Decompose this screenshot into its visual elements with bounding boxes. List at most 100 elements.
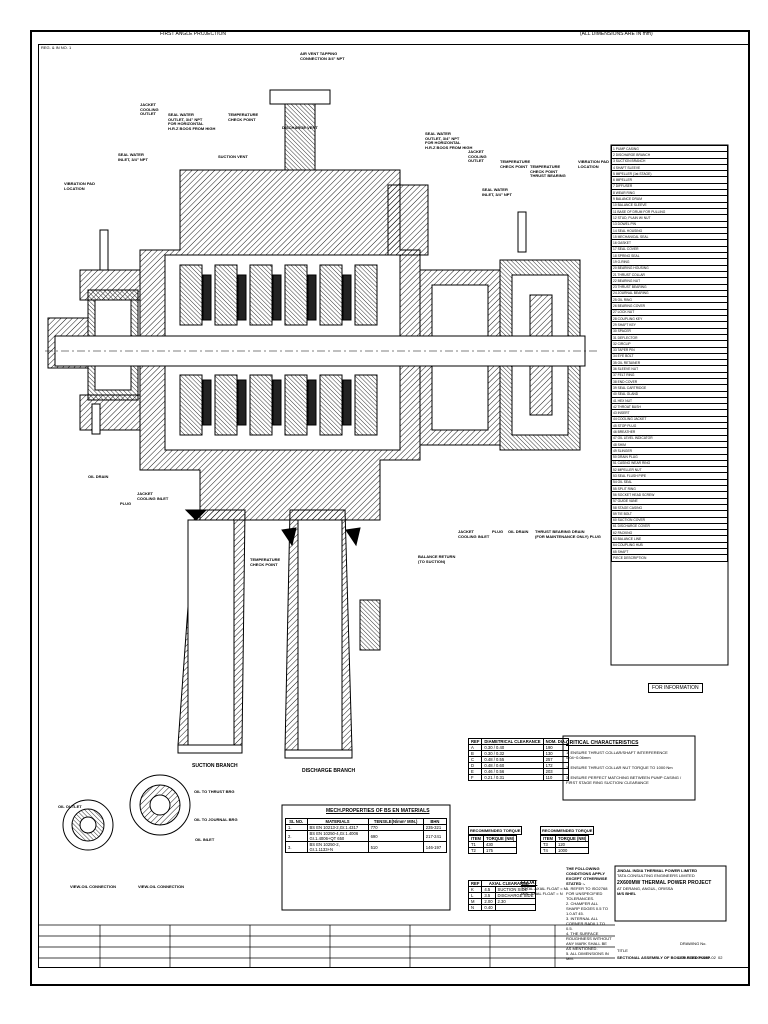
- jacket-inlet-right-label: JACKET COOLING INLET: [458, 529, 490, 539]
- seal-water-inlet-right-label: SEAL WATER INLET, 3/4" NPT: [482, 187, 512, 197]
- drawing-border: [38, 44, 750, 968]
- parts-list-row: 56 SOCKET HEAD SCREW: [611, 491, 728, 499]
- consultant-name: TATA CONSULTING ENGINEERS LIMITED: [617, 873, 695, 878]
- parts-list-cell: 26 BEARING COVER: [611, 302, 728, 310]
- oil-connection-views: [62, 774, 191, 851]
- torque-row-cell: T2: [467, 847, 485, 854]
- materials-row-cell: 510: [367, 841, 424, 853]
- parts-list-row: 18 SPRING SEAL: [611, 252, 728, 260]
- parts-list-cell: 45 STOP PLUG: [611, 422, 728, 430]
- materials-row-cell: 690: [367, 830, 424, 842]
- parts-list-row: 24 JOURNAL BEARING: [611, 289, 728, 298]
- materials-row-cell: BS EN 10250-2, Gr.1.1133+N: [306, 841, 369, 853]
- float-title: FLOAT: [521, 880, 538, 886]
- dimensions-note: (ALL DIMENSIONS ARE IN mm): [580, 31, 653, 37]
- branches: [177, 509, 381, 759]
- materials-row-cell: 217-241: [422, 830, 448, 842]
- parts-list-row: PIECE DESCRIPTION: [611, 554, 728, 562]
- oil-inlet-label: OIL INLET: [195, 837, 215, 842]
- parts-list-cell: 31 DEFLECTOR: [611, 333, 728, 342]
- vibration-pad-label: VIBRATION PAD LOCATION: [64, 181, 95, 191]
- drawing-title: SECTIONAL ASSEMBLY OF BOILER FEED PUMP: [617, 955, 711, 960]
- torque-header: TORQUE (NM): [483, 835, 518, 842]
- parts-list-cell: 25 OIL RING: [611, 296, 728, 304]
- oil-to-journal-label: OIL TO JOURNAL BRG: [194, 817, 238, 822]
- parts-list-cell: 57 GUIDE VANE: [611, 497, 728, 505]
- parts-list-row: 33 TAPER PIN: [611, 346, 728, 354]
- plug-right-label: PLUG: [492, 529, 504, 534]
- info-stamp: FOR INFORMATION: [648, 683, 703, 693]
- parts-list-cell: 42 THROAT BUSH: [611, 403, 728, 411]
- parts-list-row: 49 SLINGER: [611, 447, 728, 455]
- thrust-drain-label: THRUST BEARING DRAIN (FOR MAINTENANCE ON…: [535, 529, 601, 539]
- balance-return-label: BALANCE RETURN (TO SUCTION): [418, 554, 456, 564]
- corner-ref: REG. & IN NO. 1: [41, 45, 72, 50]
- materials-row-cell: 3.: [285, 841, 308, 853]
- parts-list-row: 30 SPACER: [611, 327, 728, 335]
- parts-list-cell: 58 STAGE CASING: [611, 503, 728, 512]
- discharge-branch-label: DISCHARGE BRANCH: [302, 768, 356, 774]
- axial-row-cell: [494, 904, 537, 911]
- parts-list-row: 41 HEX NUT: [611, 396, 728, 405]
- parts-list-cell: 34 EYE BOLT: [611, 352, 728, 361]
- clearance-row-cell: F: [467, 774, 483, 781]
- torque-row-cell: 1000: [555, 847, 590, 854]
- oil-drain-label: OIL DRAIN: [88, 474, 109, 479]
- critical-item: 3. ENSURE PERFECT MATCHING BETWEEN PUMP …: [566, 775, 682, 785]
- parts-list-cell: 19 O-RING: [611, 258, 728, 266]
- oil-outlet-label: OIL OUTLET: [58, 804, 82, 809]
- materials-title: MECH.PROPERTIES OF BS EN MATERIALS: [326, 808, 430, 814]
- parts-list-row: 36 SLEEVE NUT: [611, 365, 728, 373]
- parts-list-cell: 41 HEX NUT: [611, 396, 728, 405]
- parts-list-cell: 30 SPACER: [611, 327, 728, 335]
- title-label: TITLE: [617, 948, 628, 953]
- parts-list-row: 48 SHIM: [611, 440, 728, 449]
- parts-list-row: 25 OIL RING: [611, 296, 728, 304]
- air-vent-label: AIR VENT TAPPING CONNECTION 3/4" NPT: [300, 51, 345, 61]
- parts-list-row: 31 DEFLECTOR: [611, 333, 728, 342]
- parts-list-row: 35 OIL RETAINER: [611, 359, 728, 367]
- materials-table: SL NO. MATERIALS TENSILE(N/mm² MIN.) BHN…: [285, 818, 448, 853]
- parts-list-row: 39 SEAL CARTRIDGE: [611, 384, 728, 392]
- parts-list-row: 34 EYE BOLT: [611, 352, 728, 361]
- torque-title: RECOMMENDED TORQUE: [468, 826, 523, 835]
- parts-list-row: 21 THRUST COLLAR: [611, 270, 728, 279]
- discharge-vent-label: DISCHARGE VENT: [282, 125, 318, 130]
- jacket-inlet-label: JACKET COOLING INLET: [137, 491, 169, 501]
- critical-item: 2. ENSURE THRUST COLLAR NUT TORQUE TO 10…: [566, 765, 673, 770]
- temperature-check-label: TEMPERATURE CHECK POINT: [228, 112, 259, 122]
- parts-list-cell: 49 SLINGER: [611, 447, 728, 455]
- projection-note: FIRST ANGLE PROJECTION: [160, 31, 227, 37]
- parts-list-row: 50 DRAIN PLUG: [611, 453, 728, 461]
- parts-list-row: 53 SEAL FLUSH PIPE: [611, 472, 728, 480]
- suction-vent-label: SUCTION VENT: [218, 154, 248, 159]
- parts-list-cell: 43 INSERT: [611, 409, 728, 417]
- drawing-no-label: DRAWING No.: [680, 941, 707, 946]
- client-name: JINDAL INDIA THERMAL POWER LIMITED: [617, 868, 698, 873]
- note-item: 2. CHAMFER ALL SHARP EDGES 0.5 TO 1.0 AT…: [566, 901, 609, 916]
- title-block: JINDAL INDIA THERMAL POWER LIMITED TATA …: [617, 868, 725, 896]
- notes-title: THE FOLLOWING CONDITIONS APPLY EXCEPT OT…: [566, 866, 608, 886]
- parts-list-cell: 18 SPRING SEAL: [611, 252, 728, 260]
- parts-list-row: 55 SPLIT RING: [611, 485, 728, 493]
- note-item: 3. INTERNAL ALL CORNER RADII 1 TO 0.5.: [566, 916, 605, 931]
- parts-list-row: 46 BREATHER: [611, 428, 728, 436]
- parts-list-row: 57 GUIDE VANE: [611, 497, 728, 505]
- parts-list-cell: 23 THRUST BEARING: [611, 283, 728, 291]
- torque-row-cell: 175: [483, 847, 518, 854]
- shaft: [45, 335, 600, 367]
- oil-to-thrust-label: OIL TO THRUST BRG: [194, 789, 235, 794]
- parts-list-cell: 54 OIL SEAL: [611, 478, 728, 487]
- parts-list-cell: 24 JOURNAL BEARING: [611, 289, 728, 298]
- thrust-temperature-label: TEMPERATURE CHECK POINT THRUST BEARING: [530, 164, 566, 178]
- parts-list-cell: 21 THRUST COLLAR: [611, 270, 728, 279]
- parts-list-row: 38 END COVER: [611, 377, 728, 386]
- parts-list-cell: 56 SOCKET HEAD SCREW: [611, 491, 728, 499]
- parts-list-cell: 29 SHAFT KEY: [611, 321, 728, 329]
- materials-row-cell: BS EN 10250-4,Gr.1.4006 Gr.1.4006+QT 650: [306, 830, 369, 842]
- parts-list-row: 32 CIRCLIP: [611, 340, 728, 348]
- parts-list-row: 37 FELT RING: [611, 371, 728, 380]
